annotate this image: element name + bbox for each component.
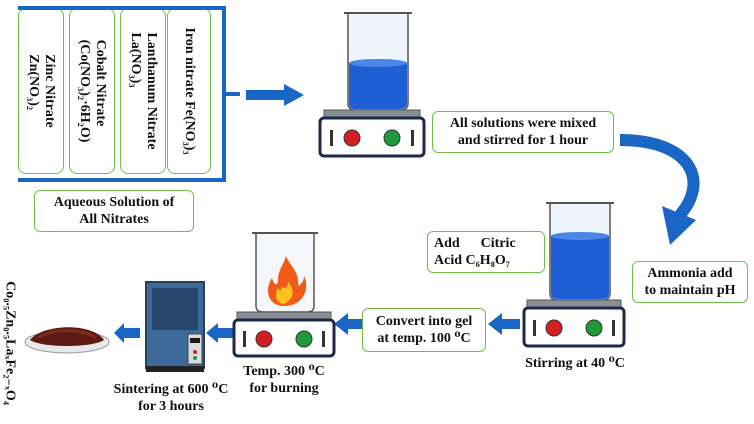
powder-dish-icon <box>24 327 110 354</box>
iron-nitrate-box: Iron nitrate Fe(NO₃)₃ <box>167 8 211 174</box>
red-knob-icon <box>343 129 361 147</box>
bracket-tip <box>226 92 240 96</box>
stirring-label: Stirring at 40 ⁰C <box>525 356 625 371</box>
hot-plate-stirrer-burning <box>232 232 336 358</box>
cobalt-nitrate-box: Cobalt Nitrate (Co(NO₃)₂·6H₂O) <box>69 8 115 174</box>
hot-plate-stirrer-citric <box>522 202 626 348</box>
beaker-icon <box>546 202 614 301</box>
red-knob-icon <box>545 319 563 337</box>
arrow-to-gel-stage <box>488 313 520 335</box>
zinc-nitrate-box: Zinc Nitrate Zn(NO₃)₂ <box>18 8 64 174</box>
mixed-line1: All solutions were mixed <box>449 116 597 131</box>
add-citric-acid-label: Add Citric Acid C₆H₈O₇ <box>427 231 545 273</box>
green-knob-icon <box>585 319 603 337</box>
zinc-nitrate-label: Zinc Nitrate Zn(NO₃)₂ <box>25 54 57 127</box>
furnace-icon <box>145 281 205 372</box>
zinc-line2: Zn(NO₃)₂ <box>26 54 41 111</box>
lanthanum-nitrate-label: Lanthanum Nitrate La(NO₃)₃ <box>127 32 159 149</box>
product-formula: Co₀.₅Zn₀.₅LaₓFe₂₋ₓO₄ <box>0 268 20 418</box>
mixed-line2: and stirred for 1 hour <box>457 133 589 148</box>
aqueous-line2: All Nitrates <box>79 212 149 227</box>
cobalt-nitrate-label: Cobalt Nitrate (Co(NO₃)₂·6H₂O) <box>76 40 108 143</box>
hot-plate-stirrer-mixing <box>318 12 426 158</box>
lanthanum-nitrate-box: Lanthanum Nitrate La(NO₃)₃ <box>120 8 166 174</box>
iron-nitrate-label: Iron nitrate Fe(NO₃)₃ <box>182 27 197 155</box>
sintering-line1: Sintering at 600 ⁰C <box>113 382 229 397</box>
aqueous-line1: Aqueous Solution of <box>53 195 175 210</box>
mixed-stirred-label: All solutions were mixed and stirred for… <box>432 111 614 153</box>
cobalt-line1: Cobalt Nitrate <box>93 39 108 127</box>
cobalt-line2: (Co(NO₃)₂·6H₂O) <box>77 39 92 143</box>
citric-line2: Acid C₆H₈O₇ <box>434 253 510 268</box>
burning-line2: for burning <box>249 381 319 396</box>
bracket-vertical <box>222 6 226 182</box>
citric-line1: Add Citric <box>434 236 516 251</box>
arrow-to-burning-stage <box>334 313 366 335</box>
gel-line1: Convert into gel <box>375 314 473 329</box>
ammonia-label: Ammonia add to maintain pH <box>632 261 748 303</box>
green-knob-icon <box>383 129 401 147</box>
lanthanum-line2: La(NO₃)₃ <box>128 32 143 88</box>
bracket-top <box>18 6 226 10</box>
bracket-bottom <box>18 178 226 182</box>
red-knob-icon <box>255 330 273 348</box>
burning-label: Temp. 300 ⁰C for burning <box>232 363 336 397</box>
arrow-to-furnace <box>206 323 236 343</box>
arrow-to-product <box>114 323 140 343</box>
curved-arrow-down <box>619 134 700 245</box>
green-knob-icon <box>295 330 313 348</box>
ammonia-line2: to maintain pH <box>644 283 736 298</box>
aqueous-solution-label: Aqueous Solution of All Nitrates <box>34 190 194 232</box>
product-formula-text: Co₀.₅Zn₀.₅LaₓFe₂₋ₓO₄ <box>2 281 18 405</box>
convert-gel-label: Convert into gel at temp. 100 ⁰C <box>362 308 486 352</box>
lanthanum-line1: Lanthanum Nitrate <box>144 32 159 150</box>
ammonia-line1: Ammonia add <box>647 266 733 281</box>
arrow-to-mixer <box>246 84 304 106</box>
sintering-label: Sintering at 600 ⁰C for 3 hours <box>106 381 236 415</box>
zinc-line1: Zinc Nitrate <box>42 54 57 128</box>
sintering-line2: for 3 hours <box>138 399 204 414</box>
burning-line1: Temp. 300 ⁰C <box>243 364 325 379</box>
flame-icon <box>268 256 307 306</box>
beaker-icon <box>344 12 412 111</box>
gel-line2: at temp. 100 ⁰C <box>377 331 471 346</box>
